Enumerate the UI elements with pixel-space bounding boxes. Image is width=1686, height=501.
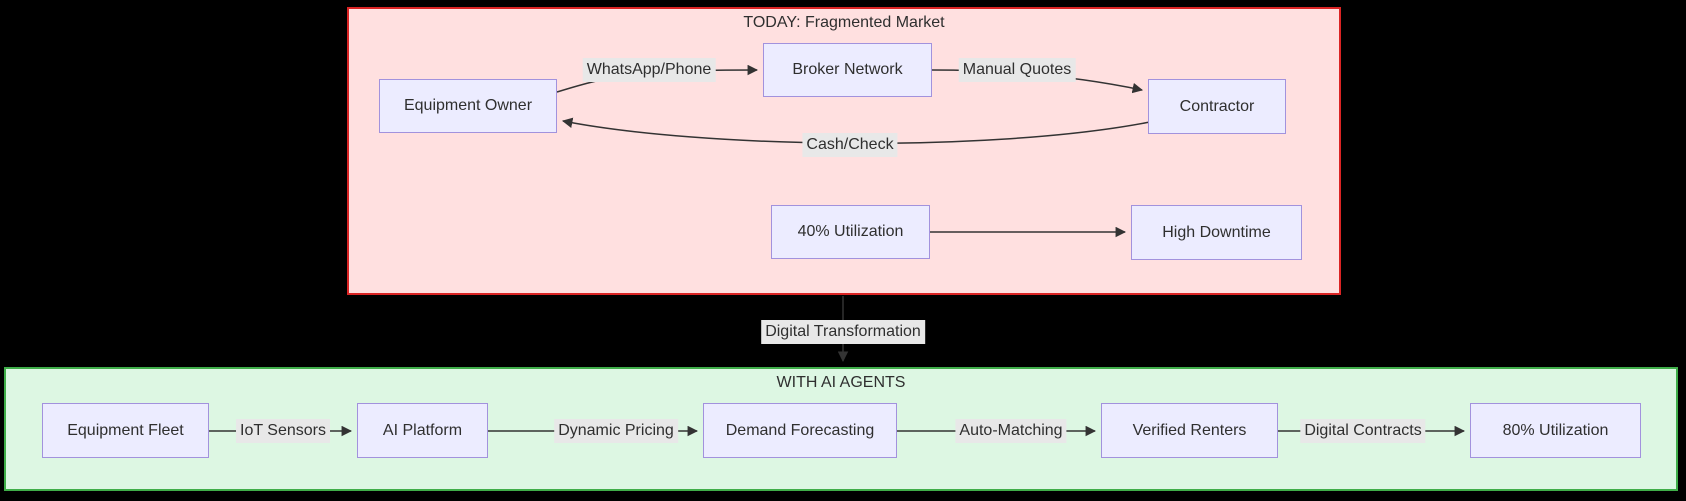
node-equipment-fleet-label: Equipment Fleet bbox=[67, 421, 184, 439]
node-verified-renters: Verified Renters bbox=[1101, 403, 1278, 458]
node-80-utilization: 80% Utilization bbox=[1470, 403, 1641, 458]
edge-label-digital-contracts: Digital Contracts bbox=[1300, 419, 1426, 443]
node-ai-platform: AI Platform bbox=[357, 403, 488, 458]
subgraph-today-title: TODAY: Fragmented Market bbox=[743, 14, 945, 31]
node-40-utilization: 40% Utilization bbox=[771, 205, 930, 259]
node-broker-network-label: Broker Network bbox=[792, 61, 903, 78]
edge-label-digital-transformation: Digital Transformation bbox=[761, 320, 925, 344]
edge-label-auto-matching: Auto-Matching bbox=[955, 419, 1067, 443]
node-contractor: Contractor bbox=[1148, 79, 1286, 134]
node-contractor-label: Contractor bbox=[1179, 97, 1255, 115]
edge-label-iot-sensors: IoT Sensors bbox=[236, 419, 330, 443]
node-demand-forecasting: Demand Forecasting bbox=[703, 403, 897, 458]
node-high-downtime: High Downtime bbox=[1131, 205, 1302, 260]
node-broker-network: Broker Network bbox=[763, 43, 932, 97]
subgraph-with-ai-agents-title: WITH AI AGENTS bbox=[776, 374, 906, 391]
node-ai-platform-label: AI Platform bbox=[382, 421, 463, 439]
node-40-utilization-label: 40% Utilization bbox=[797, 223, 904, 240]
node-high-downtime-label: High Downtime bbox=[1162, 223, 1271, 241]
edge-label-dynamic-pricing: Dynamic Pricing bbox=[554, 419, 678, 443]
node-equipment-fleet: Equipment Fleet bbox=[42, 403, 209, 458]
node-equipment-owner: Equipment Owner bbox=[379, 79, 557, 133]
node-80-utilization-label: 80% Utilization bbox=[1502, 421, 1609, 439]
edge-label-cash-check: Cash/Check bbox=[802, 133, 898, 157]
node-demand-forecasting-label: Demand Forecasting bbox=[725, 421, 875, 439]
node-verified-renters-label: Verified Renters bbox=[1132, 421, 1247, 439]
edge-label-manual-quotes: Manual Quotes bbox=[958, 58, 1076, 82]
edge-label-whatsapp-phone: WhatsApp/Phone bbox=[582, 58, 716, 82]
node-equipment-owner-label: Equipment Owner bbox=[403, 97, 533, 114]
